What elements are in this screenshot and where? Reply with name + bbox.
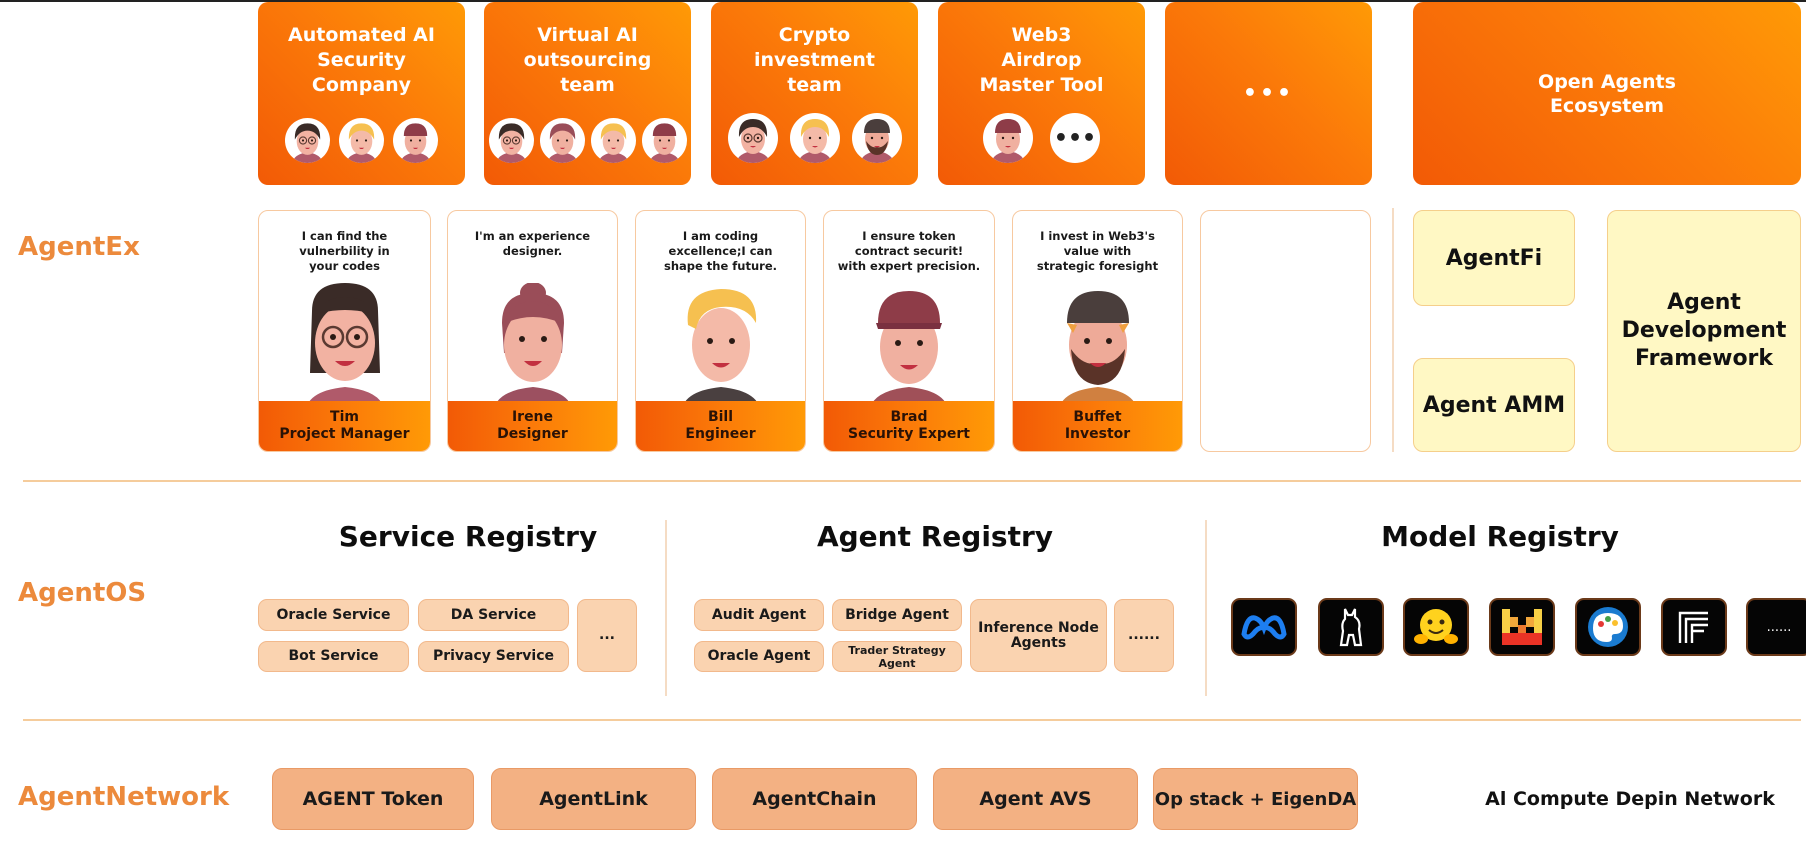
meta-icon[interactable]: [1231, 598, 1297, 656]
team-card-more[interactable]: •••: [1165, 2, 1372, 185]
more-teams-ellipsis: •••: [1242, 81, 1295, 106]
agent-card-tim[interactable]: I can find the vulnerbility in your code…: [258, 210, 431, 452]
more-members-icon: •••: [1050, 113, 1100, 163]
llama-icon[interactable]: [1318, 598, 1384, 656]
network-pill-agent-avs[interactable]: Agent AVS: [933, 768, 1138, 830]
agent-card-placeholder[interactable]: [1200, 210, 1371, 452]
avatar-brad: [983, 113, 1033, 163]
team-avatars: [711, 113, 918, 163]
network-pill-agentlink[interactable]: AgentLink: [491, 768, 696, 830]
agent-development-framework-box[interactable]: Agent Development Framework: [1607, 210, 1801, 452]
network-pill-agentchain[interactable]: AgentChain: [712, 768, 917, 830]
team-avatars: [258, 118, 465, 163]
registry-divider-2: [1205, 520, 1207, 696]
flux-icon[interactable]: [1661, 598, 1727, 656]
model-more-button[interactable]: ......: [1746, 598, 1806, 656]
agent-name: Brad: [890, 409, 928, 425]
network-pill-opstack-eigenda[interactable]: Op stack + EigenDA: [1153, 768, 1358, 830]
avatar-bill: [339, 118, 384, 163]
team-card-security-company[interactable]: Automated AI Security Company: [258, 2, 465, 185]
agent-portrait-tim: [304, 283, 385, 415]
agent-role: Investor: [1064, 426, 1131, 442]
agent-footer: Buffet Investor: [1013, 401, 1182, 451]
palette-icon[interactable]: [1575, 598, 1641, 656]
agent-pill-inference-node[interactable]: Inference Node Agents: [970, 599, 1107, 672]
team-avatars: •••: [938, 113, 1145, 163]
agent-pill-oracle[interactable]: Oracle Agent: [694, 641, 824, 672]
service-more-button[interactable]: ...: [577, 599, 637, 672]
avatar-tim: [488, 118, 534, 163]
agent-card-irene[interactable]: I'm an experience designer. Irene Design…: [447, 210, 618, 452]
agent-role: Designer: [497, 426, 568, 442]
agent-registry-title: Agent Registry: [816, 520, 1054, 553]
avatar-irene: [539, 118, 585, 163]
agent-card-brad[interactable]: I ensure token contract securit! with ex…: [823, 210, 995, 452]
team-card-airdrop-tool[interactable]: Web3 Airdrop Master Tool •••: [938, 2, 1145, 185]
team-title: Virtual AI outsourcing team: [523, 24, 652, 96]
team-card-outsourcing-team[interactable]: Virtual AI outsourcing team: [484, 2, 691, 185]
agent-role: Project Manager: [279, 426, 410, 442]
avatar-tim: [727, 113, 778, 163]
agent-portrait-irene: [492, 283, 573, 415]
agent-more-button[interactable]: ......: [1114, 599, 1174, 672]
layer-label-agentex: AgentEx: [18, 232, 140, 262]
huggingface-icon[interactable]: [1403, 598, 1469, 656]
avatar-bill: [789, 113, 840, 163]
ecosystem-title: Open Agents Ecosystem: [1538, 70, 1676, 117]
service-pill-oracle[interactable]: Oracle Service: [258, 599, 409, 631]
agent-card-buffet[interactable]: I invest in Web3's value with strategic …: [1012, 210, 1183, 452]
network-pill-agent-token[interactable]: AGENT Token: [272, 768, 474, 830]
mistral-icon[interactable]: [1489, 598, 1555, 656]
team-title: Crypto investment team: [754, 24, 875, 96]
agent-role: Security Expert: [848, 426, 970, 442]
ai-compute-depin-network-label: Al Compute Depin Network: [1485, 788, 1775, 810]
avatar-buffet: [851, 113, 902, 163]
agent-footer: Brad Security Expert: [824, 401, 994, 451]
team-avatars: [484, 118, 691, 163]
agent-name: Bill: [707, 409, 734, 425]
layer-label-agentnetwork: AgentNetwork: [18, 782, 230, 812]
open-agents-ecosystem-card[interactable]: Open Agents Ecosystem: [1413, 2, 1801, 185]
agent-card-bill[interactable]: I am coding excellence;I can shape the f…: [635, 210, 806, 452]
agentfi-box[interactable]: AgentFi: [1413, 210, 1575, 306]
avatar-brad: [393, 118, 438, 163]
agent-quote: I can find the vulnerbility in your code…: [299, 229, 390, 273]
avatar-tim: [285, 118, 330, 163]
agent-amm-box[interactable]: Agent AMM: [1413, 358, 1575, 452]
team-title: Automated AI Security Company: [288, 24, 435, 96]
team-card-crypto-investment[interactable]: Crypto investment team: [711, 2, 918, 185]
top-border: [0, 0, 1806, 2]
agent-name: Tim: [330, 409, 359, 425]
agent-quote: I'm an experience designer.: [474, 229, 591, 258]
service-pill-da[interactable]: DA Service: [418, 599, 569, 631]
service-pill-bot[interactable]: Bot Service: [258, 641, 409, 672]
agent-quote: I ensure token contract securit! with ex…: [837, 229, 981, 273]
layer-label-agentos: AgentOS: [18, 578, 147, 608]
agent-name: Irene: [511, 409, 554, 425]
agent-footer: Irene Designer: [448, 401, 617, 451]
service-registry-title: Service Registry: [338, 520, 598, 553]
registry-divider-1: [665, 520, 667, 696]
service-pill-privacy[interactable]: Privacy Service: [418, 641, 569, 672]
agent-pill-audit[interactable]: Audit Agent: [694, 599, 824, 631]
agent-role: Engineer: [685, 426, 756, 442]
agent-portrait-buffet: [1057, 291, 1138, 415]
agentex-agentos-separator: [23, 480, 1801, 482]
avatar-bill: [590, 118, 636, 163]
team-title: Web3 Airdrop Master Tool: [979, 24, 1104, 96]
agent-portrait-brad: [869, 291, 949, 415]
agent-pill-trader-strategy[interactable]: Trader Strategy Agent: [832, 641, 962, 672]
agentex-divider: [1392, 208, 1394, 452]
agent-footer: Tim Project Manager: [259, 401, 430, 451]
agent-pill-bridge[interactable]: Bridge Agent: [832, 599, 962, 631]
avatar-brad: [641, 118, 687, 163]
agent-name: Buffet: [1073, 409, 1122, 425]
model-registry-title: Model Registry: [1381, 520, 1619, 553]
agentos-agentnetwork-separator: [23, 719, 1801, 721]
agent-quote: I am coding excellence;I can shape the f…: [663, 229, 778, 273]
agent-quote: I invest in Web3's value with strategic …: [1036, 229, 1159, 273]
agent-portrait-bill: [680, 289, 761, 415]
agent-footer: Bill Engineer: [636, 401, 805, 451]
